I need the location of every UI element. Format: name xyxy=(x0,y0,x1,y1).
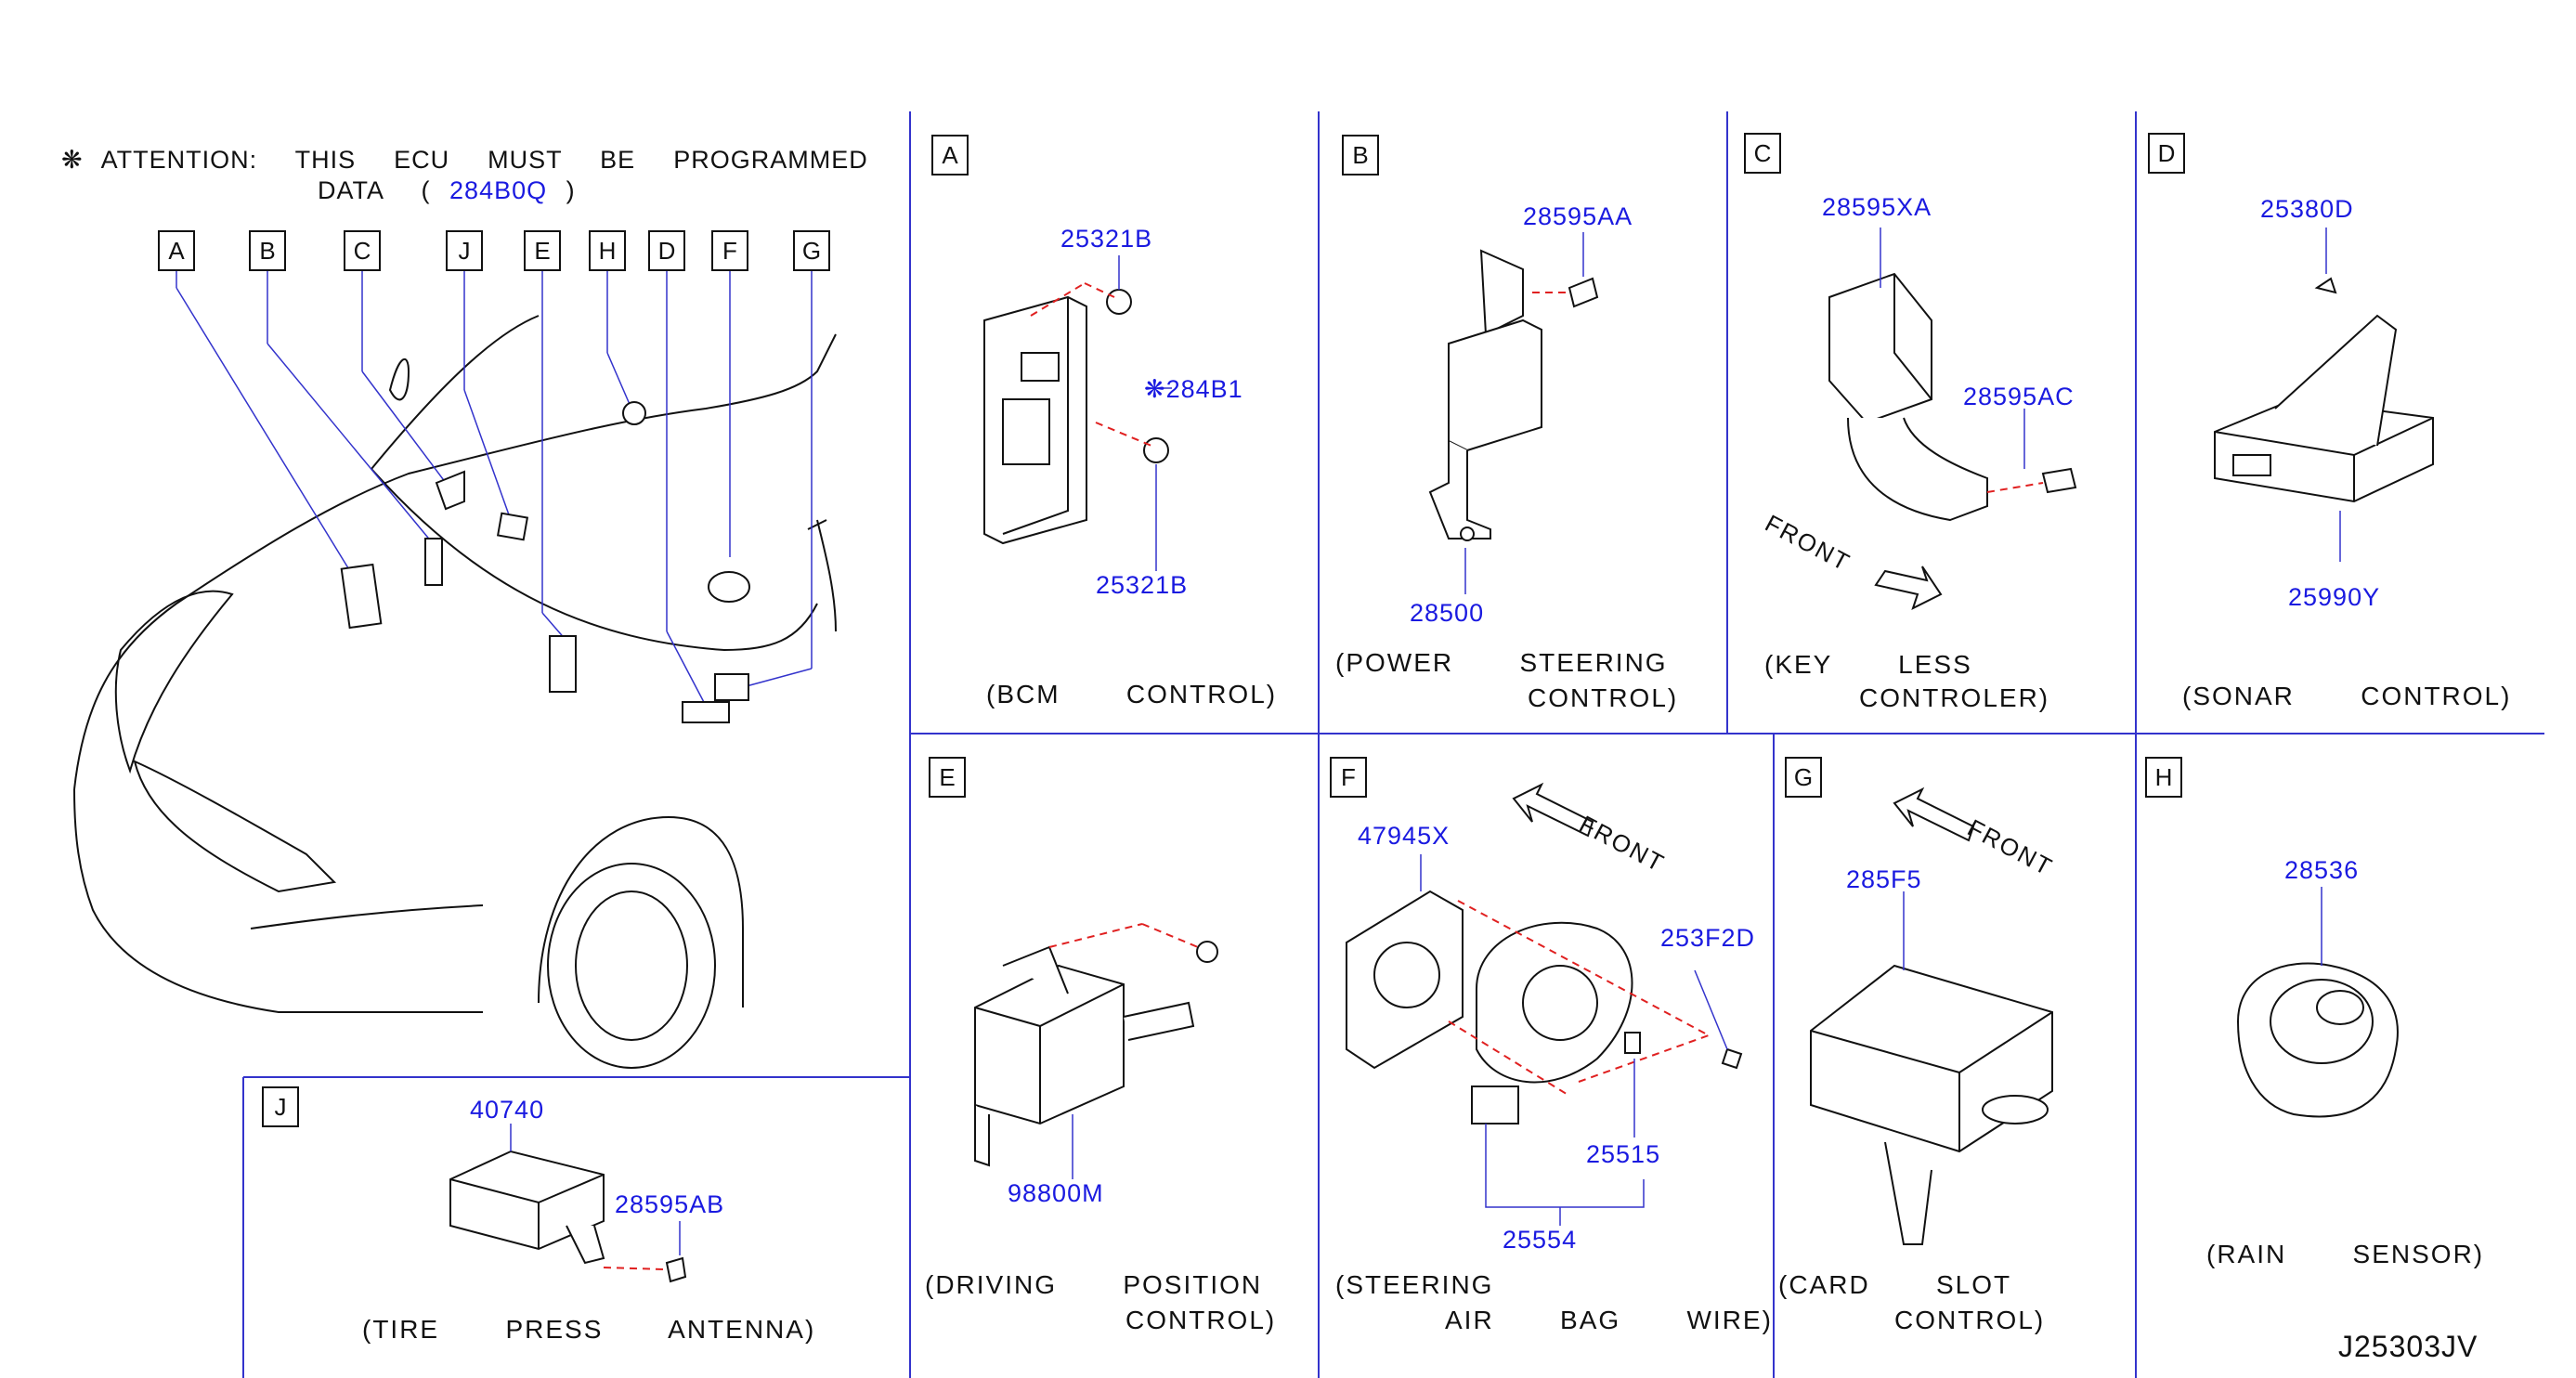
panel-b-caption-1: (POWER STEERING xyxy=(1335,648,1668,677)
keyless-front-arrow xyxy=(1874,566,1943,610)
panel-b-key: B xyxy=(1342,135,1379,176)
panel-grid xyxy=(242,111,2544,1378)
overview-leaders xyxy=(176,271,813,707)
attention-data-suffix: ) xyxy=(566,176,576,204)
panel-h-key: H xyxy=(2145,757,2182,798)
sonar-control-drawing xyxy=(2214,277,2434,503)
overview-key-j[interactable]: J xyxy=(446,230,483,271)
part-40740[interactable]: 40740 xyxy=(470,1096,545,1124)
part-47945x[interactable]: 47945X xyxy=(1358,822,1451,850)
keyless-controller-drawing xyxy=(1828,272,2077,522)
part-28595aa[interactable]: 28595AA xyxy=(1523,202,1633,230)
panel-e-caption-1: (DRIVING POSITION xyxy=(925,1270,1263,1299)
tire-antenna-dashed xyxy=(603,1267,665,1270)
part-25321b-bottom[interactable]: 25321B xyxy=(1096,571,1189,599)
part-284b1-number: 284B1 xyxy=(1165,375,1243,403)
panel-a-caption: (BCM CONTROL) xyxy=(986,680,1278,708)
part-28595ac[interactable]: 28595AC xyxy=(1963,383,2075,410)
bcm-control-drawing xyxy=(983,289,1169,545)
keyless-leaders xyxy=(1880,228,2025,469)
rain-sensor-drawing xyxy=(2236,962,2399,1118)
panel-f-caption-1: (STEERING xyxy=(1335,1270,1494,1299)
bcm-part-leaders xyxy=(1118,255,1172,571)
sonar-leaders xyxy=(2325,228,2341,562)
driving-position-drawing xyxy=(974,941,1218,1167)
attention-line2: DATA ( 284B0Q ) xyxy=(318,176,576,205)
power-steering-leaders xyxy=(1464,232,1584,594)
panel-d-caption: (SONAR CONTROL) xyxy=(2182,682,2512,710)
panel-f-caption-2: AIR BAG WIRE) xyxy=(1445,1306,1773,1334)
part-28595xa[interactable]: 28595XA xyxy=(1822,193,1932,221)
part-25990y[interactable]: 25990Y xyxy=(2288,583,2381,611)
panel-e-key: E xyxy=(929,757,966,798)
panel-j-caption: (TIRE PRESS ANTENNA) xyxy=(362,1315,816,1344)
card-slot-front-arrow xyxy=(1893,786,1975,842)
tire-antenna-leaders xyxy=(510,1124,681,1255)
panel-e-caption-2: CONTROL) xyxy=(1125,1306,1277,1334)
overview-key-h[interactable]: H xyxy=(589,230,626,271)
airbag-front-arrow xyxy=(1512,782,1594,838)
attention-text: ATTENTION: THIS ECU MUST BE PROGRAMMED xyxy=(100,146,868,174)
part-98800m[interactable]: 98800M xyxy=(1008,1179,1104,1207)
overview-key-c[interactable]: C xyxy=(344,230,381,271)
panel-g-caption-1: (CARD SLOT xyxy=(1778,1270,2012,1299)
part-28536[interactable]: 28536 xyxy=(2284,856,2360,884)
panel-g-caption-2: CONTROL) xyxy=(1894,1306,2046,1334)
part-28500[interactable]: 28500 xyxy=(1410,599,1485,627)
power-steering-drawing xyxy=(1428,249,1599,541)
panel-c-key: C xyxy=(1744,133,1781,174)
panel-b-caption-2: CONTROL) xyxy=(1528,683,1679,712)
overview-key-e[interactable]: E xyxy=(524,230,561,271)
panel-j-key: J xyxy=(262,1086,299,1127)
panel-f-key: F xyxy=(1330,757,1367,798)
attention-data-code: 284B0Q xyxy=(449,176,548,204)
panel-d-key: D xyxy=(2148,133,2185,174)
tire-antenna-drawing xyxy=(449,1150,687,1283)
overview-components xyxy=(340,401,750,723)
part-25380d[interactable]: 25380D xyxy=(2260,195,2354,223)
driving-position-dashed xyxy=(1048,923,1199,948)
bcm-dashed-leaders xyxy=(1030,282,1152,447)
panel-g-key: G xyxy=(1785,757,1822,798)
panel-c-caption-1: (KEY LESS xyxy=(1764,650,1972,679)
part-25515[interactable]: 25515 xyxy=(1586,1140,1661,1168)
part-284b1[interactable]: ❋284B1 xyxy=(1144,375,1243,403)
part-25554[interactable]: 25554 xyxy=(1503,1226,1578,1254)
attention-line1: ❋ ATTENTION: THIS ECU MUST BE PROGRAMMED xyxy=(61,146,868,175)
part-25321b-top[interactable]: 25321B xyxy=(1060,225,1153,253)
part-253f2d[interactable]: 253F2D xyxy=(1660,924,1756,952)
attention-data-prefix: DATA ( xyxy=(318,176,431,204)
overview-key-b[interactable]: B xyxy=(249,230,286,271)
overview-key-g[interactable]: G xyxy=(793,230,830,271)
panel-a-key: A xyxy=(931,135,969,176)
keyless-dashed xyxy=(1986,482,2044,493)
card-slot-drawing xyxy=(1810,964,2053,1245)
panel-c-caption-2: CONTROLER) xyxy=(1859,683,2050,712)
airbag-wire-dashed xyxy=(1448,900,1710,1097)
overview-key-a[interactable]: A xyxy=(158,230,195,271)
airbag-wire-leaders xyxy=(1420,854,1728,1226)
overview-key-f[interactable]: F xyxy=(711,230,748,271)
panel-h-caption: (RAIN SENSOR) xyxy=(2206,1240,2485,1268)
part-28595ab[interactable]: 28595AB xyxy=(615,1190,725,1218)
part-285f5[interactable]: 285F5 xyxy=(1846,865,1922,893)
vehicle-outline xyxy=(73,315,837,1069)
diagram-code: J25303JV xyxy=(2338,1330,2478,1363)
attention-symbol: ❋ xyxy=(61,146,84,174)
overview-key-d[interactable]: D xyxy=(648,230,685,271)
airbag-wire-drawing xyxy=(1346,890,1743,1124)
